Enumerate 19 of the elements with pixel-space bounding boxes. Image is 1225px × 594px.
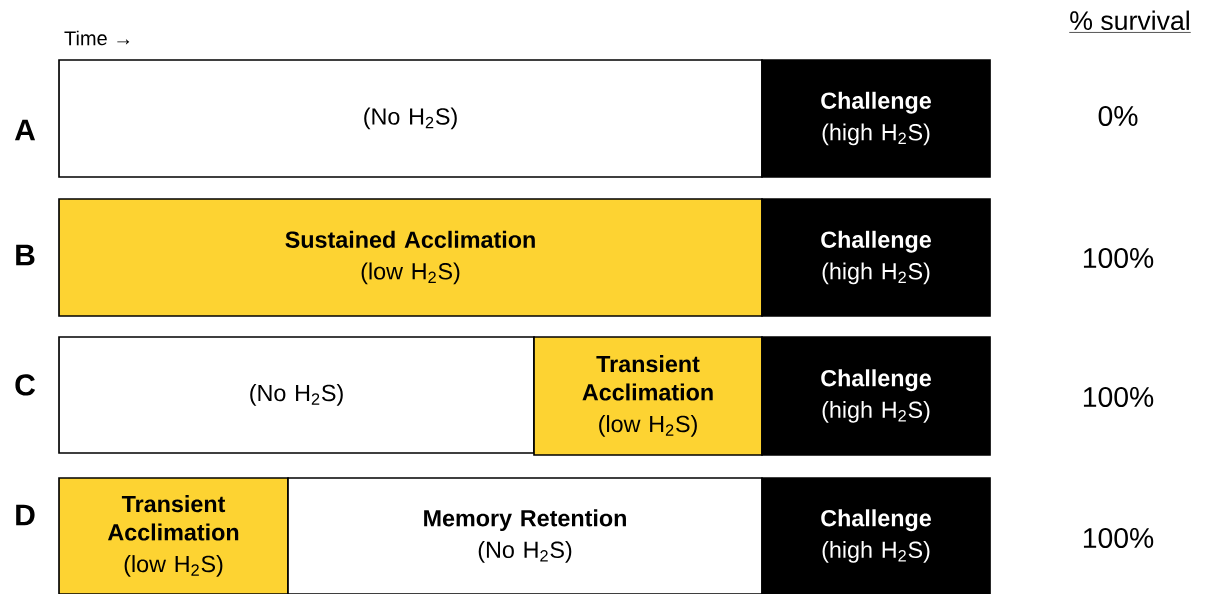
timeline-segment: Transient Acclimation (low H$_{2}$S) [58, 477, 289, 594]
row-letter: A [14, 119, 36, 141]
survival-value: 100% [1083, 386, 1154, 408]
timeline-segment: Challenge (high H$_{2}$S) [761, 336, 991, 456]
timeline-segment: Sustained Acclimation (low H$_{2}$S) [58, 198, 763, 317]
timeline-segment: (No H$_{2}$S) [58, 336, 535, 454]
timeline-segment: Transient Acclimation (low H$_{2}$S) [533, 336, 763, 456]
column-heading: % survival [1068, 10, 1192, 33]
timeline-segment: Challenge (high H$_{2}$S) [761, 477, 991, 594]
timeline-segment: Challenge (high H$_{2}$S) [761, 59, 991, 178]
timeline-segment: Memory Retention (No H$_{2}$S) [287, 477, 763, 594]
survival-value: 100% [1083, 247, 1154, 269]
timeline-segment: Challenge (high H$_{2}$S) [761, 198, 991, 317]
row-letter: C [15, 374, 36, 396]
row-letter: B [16, 244, 35, 266]
row-letter: D [16, 504, 35, 526]
timeline-segment: (No H$_{2}$S) [58, 59, 763, 178]
survival-value: 100% [1083, 527, 1154, 549]
survival-value: 0% [1098, 105, 1138, 127]
